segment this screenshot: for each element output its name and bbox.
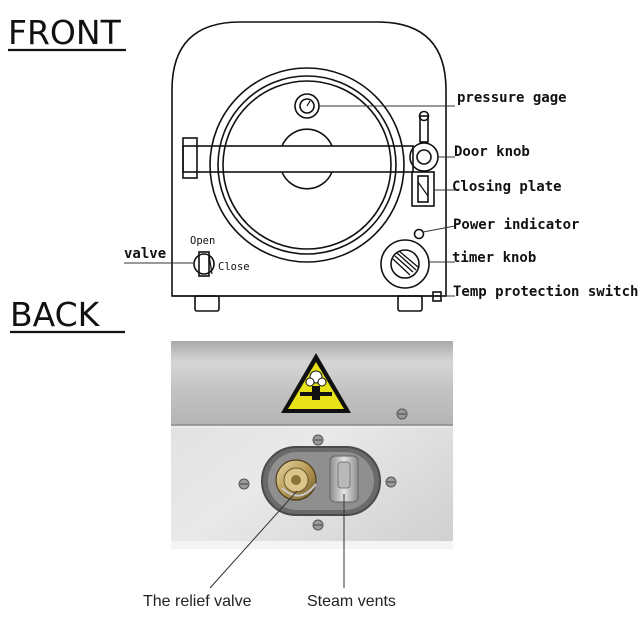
closing-plate bbox=[411, 171, 435, 207]
back-panel-photo bbox=[171, 341, 453, 549]
door-inner-ring bbox=[222, 80, 392, 250]
relief-valve bbox=[275, 459, 317, 501]
label-temp-switch: Temp protection switch bbox=[453, 284, 638, 300]
label-power-indicator: Power indicator bbox=[453, 217, 579, 233]
screw-icon bbox=[312, 519, 324, 531]
label-relief-valve: The relief valve bbox=[143, 593, 252, 610]
screw-icon bbox=[396, 408, 408, 420]
valve-handle[interactable] bbox=[193, 251, 215, 277]
leader-relief-valve bbox=[209, 490, 298, 589]
hazard-warning-icon bbox=[281, 353, 351, 413]
screw-icon bbox=[238, 478, 250, 490]
power-indicator-icon bbox=[413, 228, 425, 240]
pressure-gage-icon bbox=[294, 93, 320, 119]
front-title: FRONT bbox=[8, 13, 122, 52]
screw-icon bbox=[385, 476, 397, 488]
screw-icon bbox=[312, 434, 324, 446]
leader-power-indicator bbox=[422, 225, 456, 233]
label-timer-knob: timer knob bbox=[452, 250, 536, 266]
door-center-bottom bbox=[281, 171, 333, 190]
steam-vent bbox=[329, 455, 359, 503]
valve-close-label: Close bbox=[218, 261, 250, 273]
front-foot-right bbox=[397, 295, 423, 312]
cabinet-body bbox=[171, 21, 447, 297]
door-center-top bbox=[281, 128, 333, 147]
front-section: FRONT bbox=[8, 13, 638, 312]
front-foot-left bbox=[194, 295, 220, 312]
hinge-block bbox=[182, 137, 198, 179]
label-pressure-gage: pressure gage bbox=[457, 90, 567, 106]
timer-knob[interactable] bbox=[380, 239, 430, 289]
label-closing-plate: Closing plate bbox=[452, 179, 562, 195]
label-valve: valve bbox=[124, 246, 166, 262]
door-middle-ring bbox=[217, 75, 397, 255]
back-section: BACK bbox=[10, 295, 453, 610]
door-outer-ring bbox=[209, 67, 405, 263]
label-steam-vents: Steam vents bbox=[307, 593, 396, 610]
door-knob[interactable] bbox=[409, 110, 439, 172]
back-title: BACK bbox=[10, 295, 101, 334]
valve-open-label: Open bbox=[190, 235, 215, 247]
label-door-knob: Door knob bbox=[454, 144, 530, 160]
